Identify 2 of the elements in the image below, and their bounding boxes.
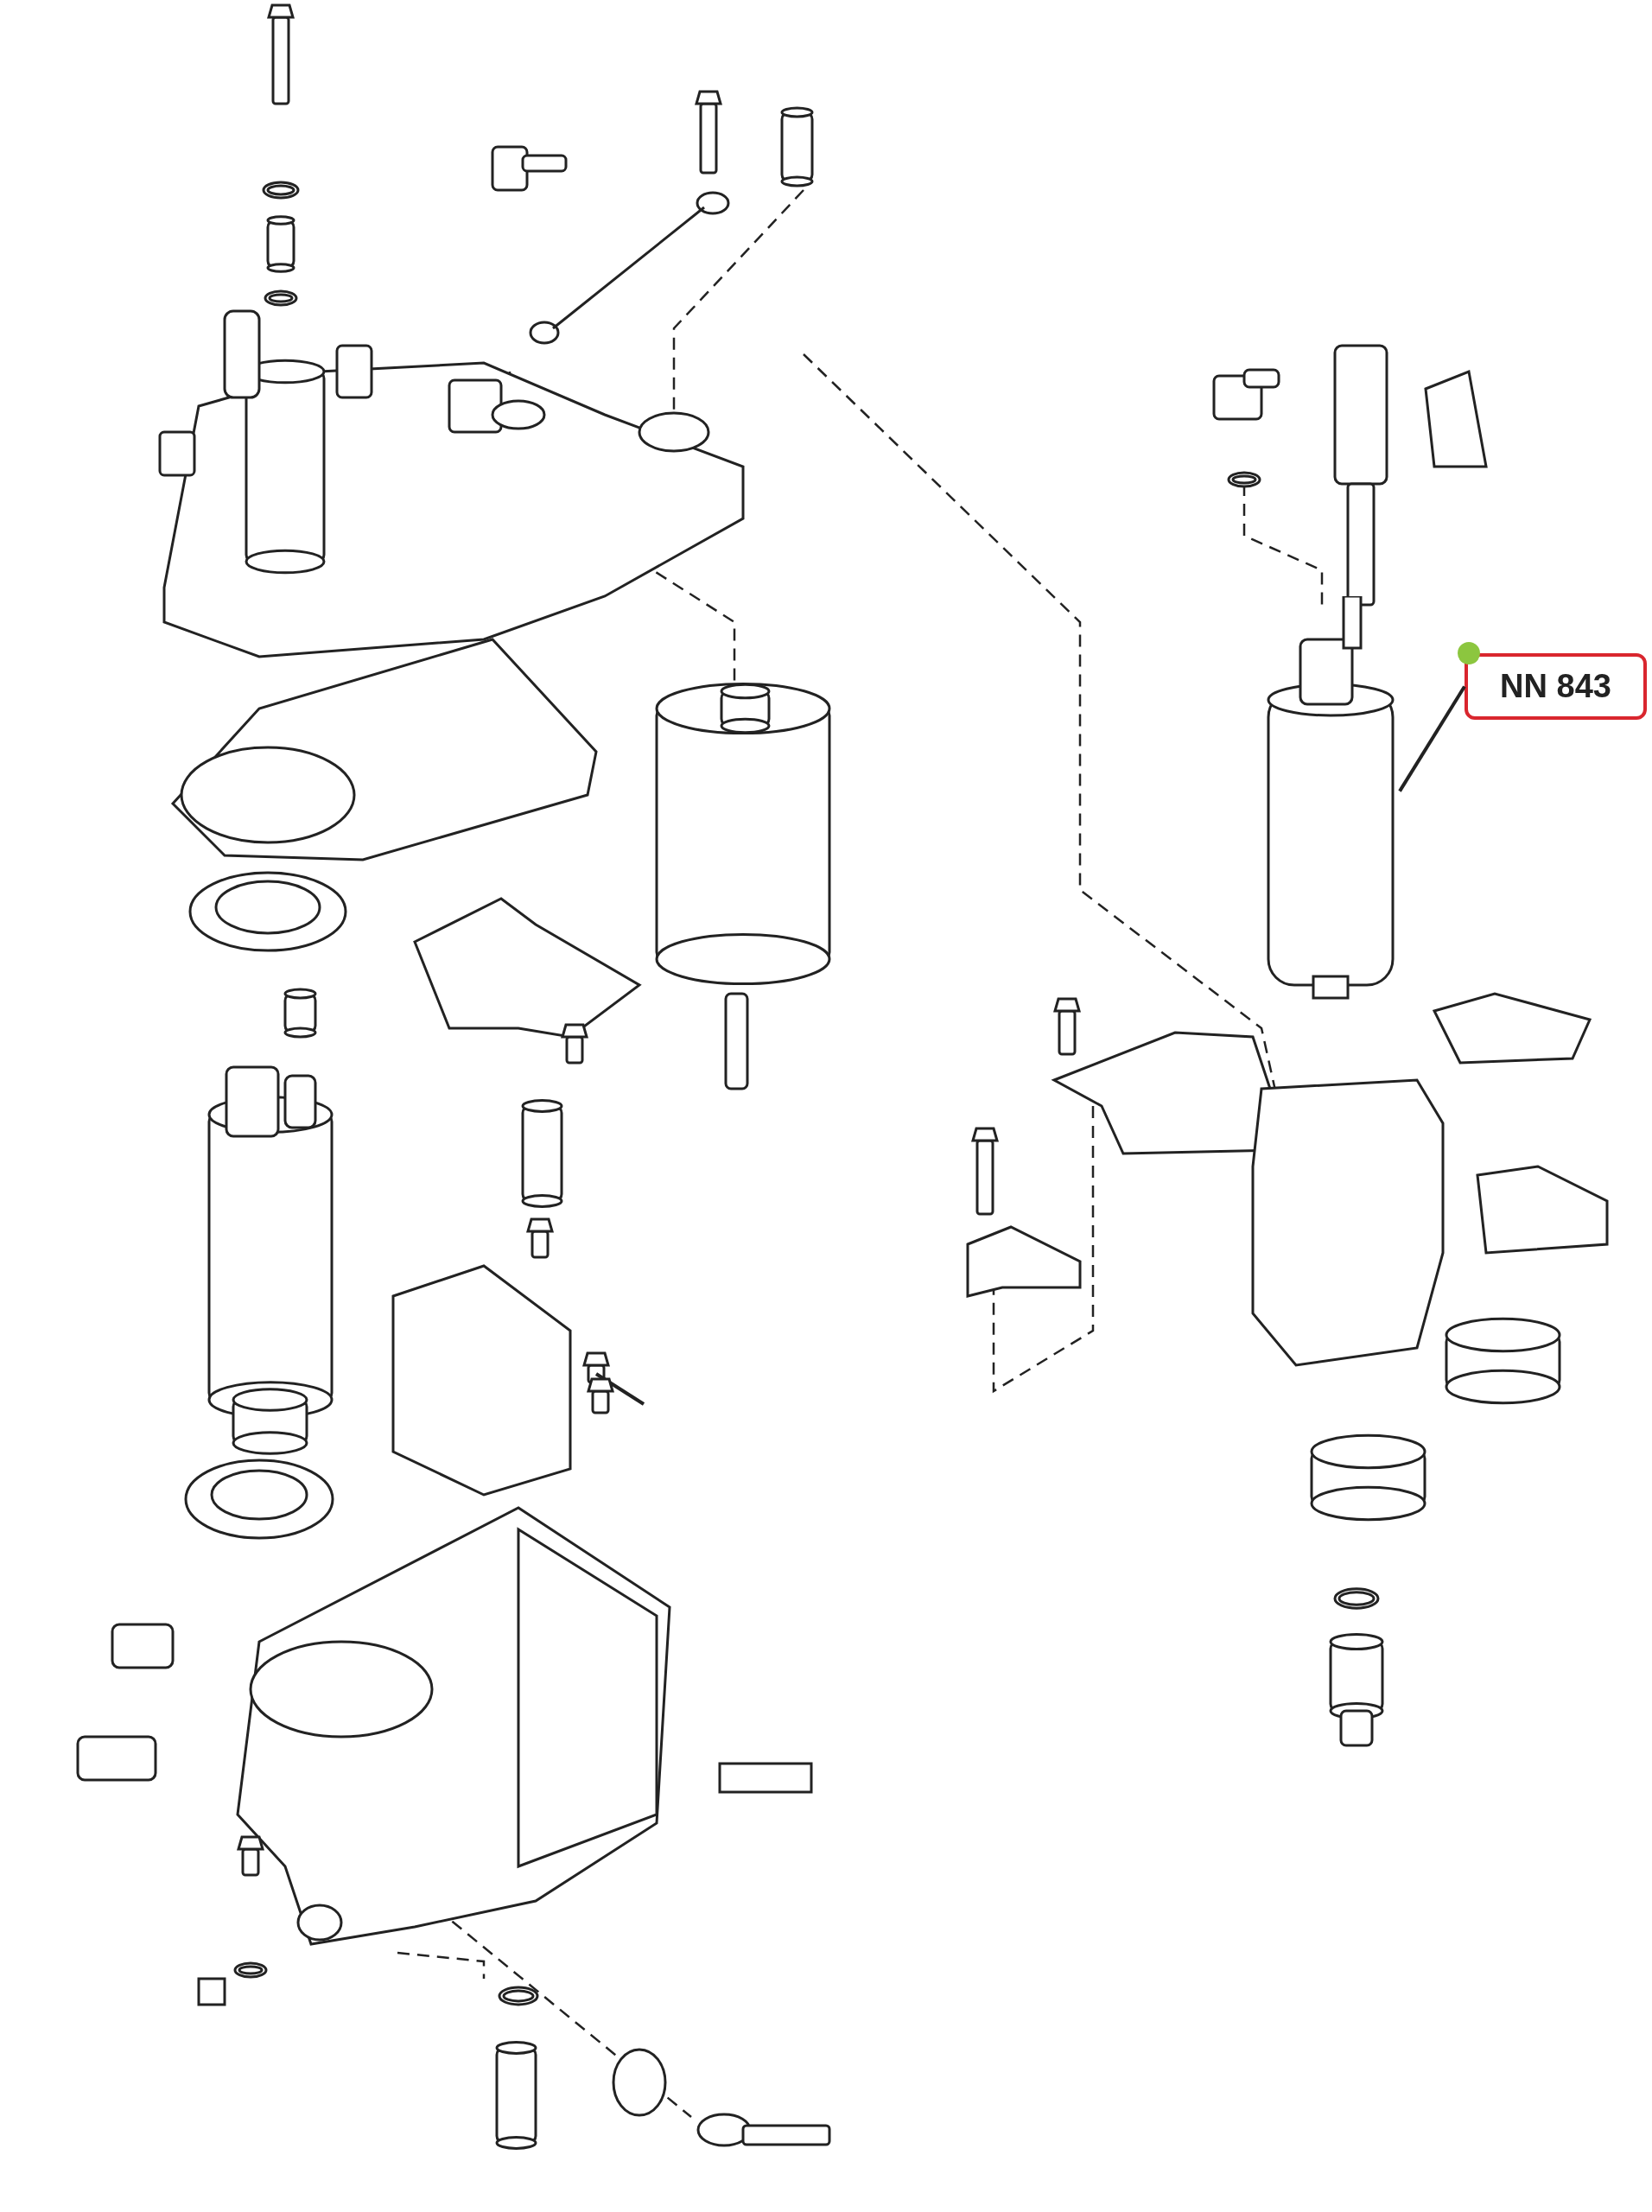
leader-line — [1398, 685, 1466, 792]
part-number-label: NN 843 — [1465, 653, 1647, 720]
